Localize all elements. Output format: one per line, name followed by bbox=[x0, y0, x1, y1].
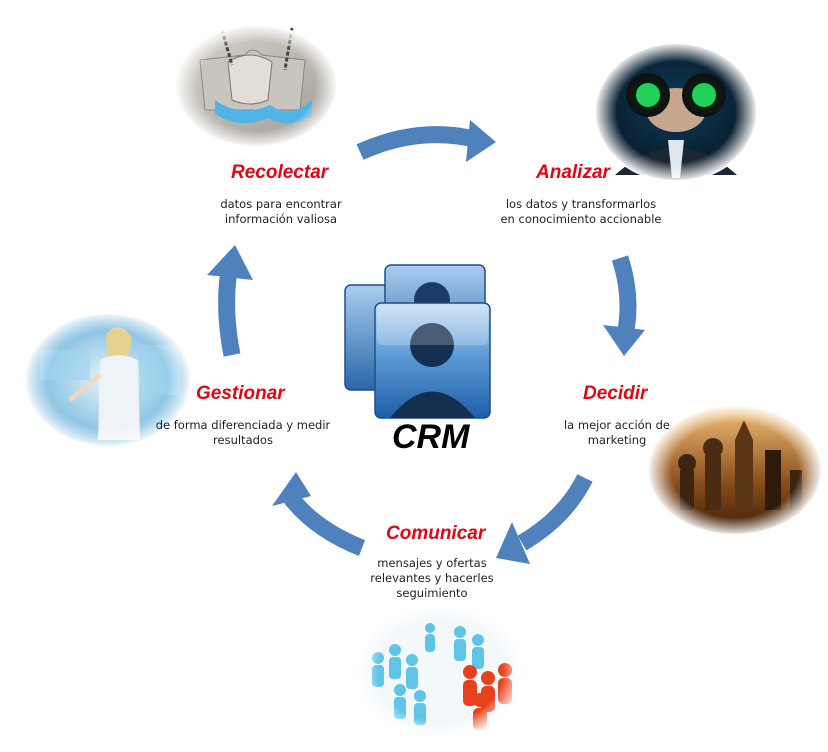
step-desc-recolectar: datos para encontrar información valiosa bbox=[220, 197, 342, 226]
step-desc-analizar: los datos y transformarlos en conocimien… bbox=[500, 197, 662, 226]
crm-center-label: CRM bbox=[392, 418, 470, 456]
step-desc-comunicar: mensajes y ofertas relevantes y hacerles… bbox=[370, 556, 494, 600]
users-icon bbox=[344, 264, 491, 419]
step-title-comunicar: Comunicar bbox=[386, 523, 486, 544]
binoculars-man-image bbox=[594, 42, 758, 182]
step-desc-decidir: la mejor acción de marketing bbox=[563, 418, 671, 447]
cycle-arrows bbox=[207, 120, 645, 564]
arrow-comunicar-to-gestionar bbox=[272, 472, 366, 556]
crowd-figures-image bbox=[354, 604, 526, 740]
step-desc-gestionar: de forma diferenciada y medir resultados bbox=[155, 418, 331, 447]
chess-pieces-image bbox=[647, 404, 823, 536]
step-title-analizar: Analizar bbox=[536, 162, 610, 183]
arrow-gestionar-to-recolectar bbox=[207, 245, 253, 357]
arrow-decidir-to-comunicar bbox=[496, 474, 593, 564]
puzzle-chain-image bbox=[174, 24, 338, 148]
step-title-gestionar: Gestionar bbox=[196, 383, 285, 404]
touchscreen-woman-image bbox=[24, 312, 192, 448]
step-title-decidir: Decidir bbox=[583, 383, 648, 404]
arrow-recolectar-to-analizar bbox=[356, 120, 496, 162]
step-title-recolectar: Recolectar bbox=[231, 162, 329, 183]
arrow-analizar-to-decidir bbox=[603, 255, 645, 356]
